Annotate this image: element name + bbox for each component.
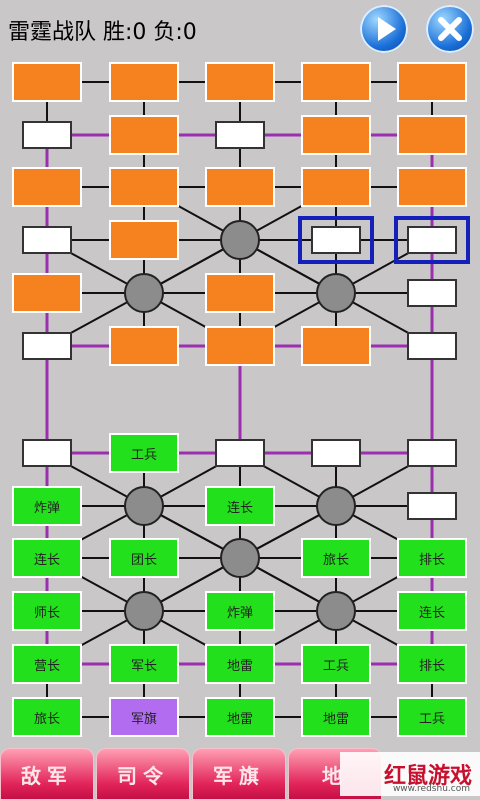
watermark-logo: 红鼠游戏 www.redshu.com [340, 752, 480, 796]
play-icon [378, 17, 396, 41]
my-piece[interactable]: 团长 [109, 538, 179, 578]
flag-piece[interactable]: 军旗 [109, 697, 179, 737]
enemy-piece[interactable] [397, 62, 467, 102]
close-button[interactable] [426, 5, 474, 53]
my-piece[interactable]: 工兵 [109, 433, 179, 473]
enemy-piece[interactable] [12, 167, 82, 207]
camp-circle[interactable] [316, 273, 356, 313]
enemy-piece[interactable] [109, 62, 179, 102]
camp-circle[interactable] [124, 273, 164, 313]
my-piece[interactable]: 连长 [12, 538, 82, 578]
enemy-piece[interactable] [397, 167, 467, 207]
my-piece[interactable]: 师长 [12, 591, 82, 631]
selection-frame [298, 216, 374, 264]
tab-commander[interactable]: 司令 [96, 748, 190, 800]
enemy-piece[interactable] [109, 167, 179, 207]
enemy-piece[interactable] [397, 115, 467, 155]
camp-circle[interactable] [124, 591, 164, 631]
empty-post[interactable] [22, 226, 72, 254]
camp-circle[interactable] [316, 591, 356, 631]
empty-post[interactable] [311, 439, 361, 467]
watermark-text: 红鼠游戏 [383, 764, 472, 789]
empty-post[interactable] [407, 279, 457, 307]
enemy-piece[interactable] [301, 167, 371, 207]
empty-post[interactable] [22, 332, 72, 360]
empty-post[interactable] [22, 439, 72, 467]
enemy-piece[interactable] [109, 220, 179, 260]
camp-circle[interactable] [220, 538, 260, 578]
game-title: 雷霆战队 胜:0 负:0 [8, 20, 197, 45]
my-piece[interactable]: 连长 [205, 486, 275, 526]
enemy-piece[interactable] [205, 326, 275, 366]
my-piece[interactable]: 旅长 [12, 697, 82, 737]
my-piece[interactable]: 工兵 [397, 697, 467, 737]
empty-post[interactable] [22, 121, 72, 149]
enemy-piece[interactable] [301, 62, 371, 102]
empty-post[interactable] [407, 332, 457, 360]
empty-post[interactable] [407, 226, 457, 254]
enemy-piece[interactable] [205, 167, 275, 207]
camp-circle[interactable] [316, 486, 356, 526]
camp-circle[interactable] [220, 220, 260, 260]
enemy-piece[interactable] [109, 326, 179, 366]
my-piece[interactable]: 工兵 [301, 644, 371, 684]
watermark-url: www.redshu.com [392, 784, 470, 794]
enemy-piece[interactable] [301, 115, 371, 155]
enemy-piece[interactable] [205, 62, 275, 102]
my-piece[interactable]: 排长 [397, 644, 467, 684]
enemy-piece[interactable] [12, 62, 82, 102]
enemy-piece[interactable] [205, 273, 275, 313]
my-piece[interactable]: 军长 [109, 644, 179, 684]
my-piece[interactable]: 旅长 [301, 538, 371, 578]
selection-frame [394, 216, 470, 264]
my-piece[interactable]: 炸弹 [12, 486, 82, 526]
my-piece[interactable]: 炸弹 [205, 591, 275, 631]
my-piece[interactable]: 营长 [12, 644, 82, 684]
header-bar: 雷霆战队 胜:0 负:0 [0, 0, 480, 60]
my-piece[interactable]: 排长 [397, 538, 467, 578]
enemy-piece[interactable] [12, 273, 82, 313]
empty-post[interactable] [215, 439, 265, 467]
my-piece[interactable]: 地雷 [301, 697, 371, 737]
camp-circle[interactable] [124, 486, 164, 526]
close-icon [438, 17, 462, 41]
empty-post[interactable] [407, 492, 457, 520]
empty-post[interactable] [215, 121, 265, 149]
my-piece[interactable]: 连长 [397, 591, 467, 631]
tab-flag[interactable]: 军旗 [192, 748, 286, 800]
my-piece[interactable]: 地雷 [205, 644, 275, 684]
enemy-piece[interactable] [109, 115, 179, 155]
play-button[interactable] [360, 5, 408, 53]
enemy-piece[interactable] [301, 326, 371, 366]
empty-post[interactable] [311, 226, 361, 254]
board-lines [45, 81, 434, 718]
tab-enemy[interactable]: 敌军 [0, 748, 94, 800]
my-piece[interactable]: 地雷 [205, 697, 275, 737]
empty-post[interactable] [407, 439, 457, 467]
